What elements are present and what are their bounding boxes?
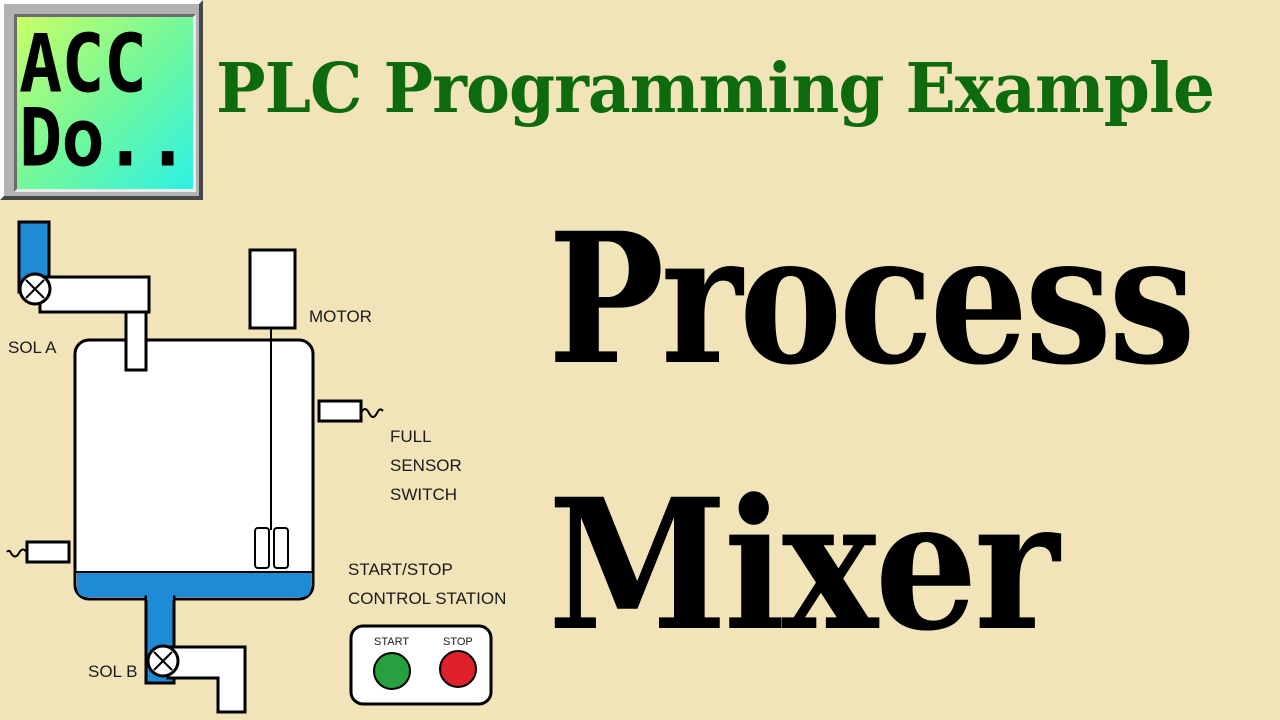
main-title-line-2: Mixer [548,460,1059,671]
logo-text-line-2: Do... [19,90,193,185]
outlet-pipe-joint [147,594,173,600]
motor-icon [248,248,297,330]
inlet-pipe-stub [124,310,148,372]
full-sensor-switch-icon [317,399,384,423]
full-sensor-label-line-2: SENSOR [390,456,462,475]
process-mixer-diagram: SOL A MOTOR FULL SENSOR SWITCH SOL B STA… [6,220,506,714]
mixer-paddle-right-icon [273,527,289,569]
acc-logo: ACC Do... [0,0,203,200]
low-sensor-icon [6,540,71,564]
outlet-pipe-horizontal [166,645,247,714]
solenoid-a-valve-icon [18,272,52,306]
start-button[interactable] [373,652,411,690]
logo-screen: ACC Do... [14,14,196,192]
stop-button[interactable] [439,650,477,688]
sol-a-label: SOL A [8,338,57,357]
logo-text-line-1: ACC [19,16,147,111]
control-station-label-line-1: START/STOP [348,560,453,579]
sol-b-label: SOL B [88,662,137,681]
full-sensor-label-line-1: FULL [390,427,432,446]
solenoid-b-valve-icon [146,644,180,678]
mixing-tank [73,338,315,601]
full-sensor-label-line-3: SWITCH [390,485,457,504]
tank-liquid [77,572,311,597]
mixer-paddle-left-icon [254,527,270,569]
main-title-line-1: Process [548,194,1196,405]
motor-label: MOTOR [309,307,372,326]
start-button-label: START [374,636,409,648]
control-station-label-line-2: CONTROL STATION [348,589,506,608]
page-title: PLC Programming Example [216,49,1215,129]
stop-button-label: STOP [443,636,473,648]
